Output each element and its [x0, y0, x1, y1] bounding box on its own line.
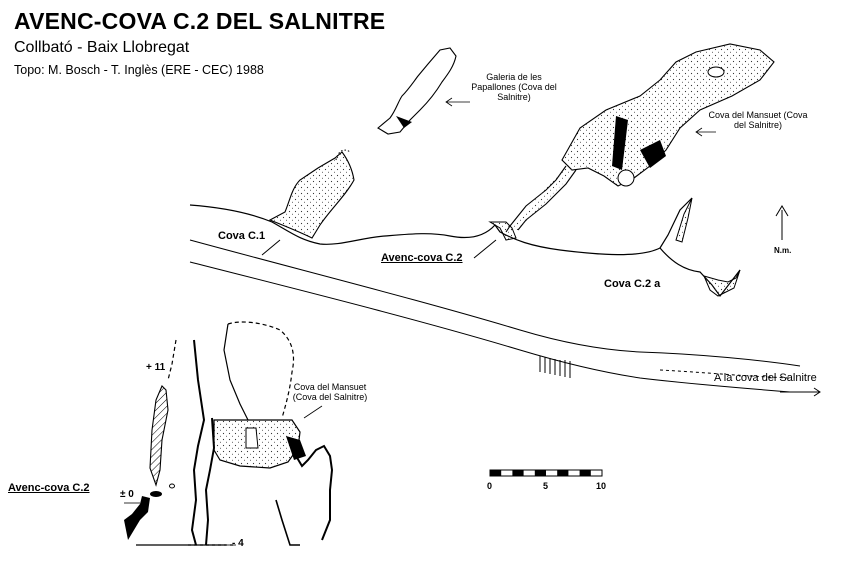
level-label-zero: ± 0	[120, 489, 134, 500]
galeria-shape	[377, 47, 457, 135]
scale-bar	[489, 469, 603, 477]
scale-tick-5: 5	[543, 481, 549, 491]
path-dashed	[659, 369, 791, 379]
page-subtitle: Collbató - Baix Llobregat	[14, 39, 190, 56]
label-mansuet-plan: Cova del Mansuet (Cova del Salnitre)	[708, 110, 808, 130]
label-to-salnitre: A la cova del Salnitre	[714, 372, 817, 384]
label-mansuet-section: Cova del Mansuet (Cova del Salnitre)	[292, 382, 368, 402]
avenc-c2-leader	[473, 239, 497, 259]
label-avenc-c2: Avenc-cova C.2	[381, 252, 463, 264]
avenc-c2-entrance	[488, 221, 517, 241]
label-galeria: Galeria de les Papallones (Cova del Saln…	[471, 72, 557, 102]
arrow-mansuet-plan	[695, 127, 716, 137]
section-rock	[150, 491, 162, 497]
label-cova-c1: Cova C.1	[218, 230, 266, 242]
level-label-bottom: - 4	[232, 538, 244, 549]
section-mansuet-left	[223, 323, 249, 421]
mansuet-plan-boulder	[617, 169, 635, 187]
page-title: AVENC-COVA C.2 DEL SALNITRE	[14, 8, 386, 34]
cova-c1-dotted	[335, 149, 351, 161]
section-lower-wall	[275, 499, 300, 546]
level-label-top: + 11	[146, 362, 166, 373]
label-cova-c2a: Cova C.2 a	[604, 278, 661, 290]
cova-c1-shape	[268, 151, 355, 239]
path-line-lower	[189, 261, 791, 393]
section-mansuet-block	[245, 427, 259, 449]
cova-c2a-lower	[703, 269, 741, 297]
label-north: N.m.	[774, 246, 792, 255]
mansuet-plan-pool	[707, 66, 725, 78]
section-right-wall	[190, 339, 206, 546]
section-mansuet-dashed	[227, 321, 295, 419]
scale-tick-10: 10	[596, 481, 607, 491]
section-entrance	[124, 496, 150, 540]
mansuet-plan-dark2	[640, 140, 666, 168]
section-hatched-wall	[149, 385, 169, 487]
mansuet-plan-dark1	[612, 116, 628, 170]
cova-c2a-shape	[675, 197, 693, 243]
credits: Topo: M. Bosch - T. Inglès (ERE - CEC) 1…	[14, 63, 264, 77]
cova-c1-leader	[261, 239, 281, 256]
north-arrow	[775, 205, 789, 240]
path-steps	[539, 356, 571, 378]
section-mansuet-right	[289, 439, 334, 541]
mansuet-passage-dots	[506, 166, 576, 232]
section-arrow	[303, 405, 323, 419]
scale-tick-0: 0	[487, 481, 493, 491]
cliff-line	[189, 197, 693, 256]
galeria-squeeze	[396, 116, 412, 128]
section-rock-small	[169, 483, 175, 489]
arrow-galeria	[445, 97, 470, 107]
section-mansuet-dark	[286, 436, 306, 460]
arrow-to-salnitre	[780, 387, 821, 397]
label-avenc-c2-section: Avenc-cova C.2	[8, 482, 90, 494]
section-inner-wall	[204, 417, 216, 546]
path-line	[189, 239, 801, 367]
section-shaft-dashed	[167, 339, 177, 381]
